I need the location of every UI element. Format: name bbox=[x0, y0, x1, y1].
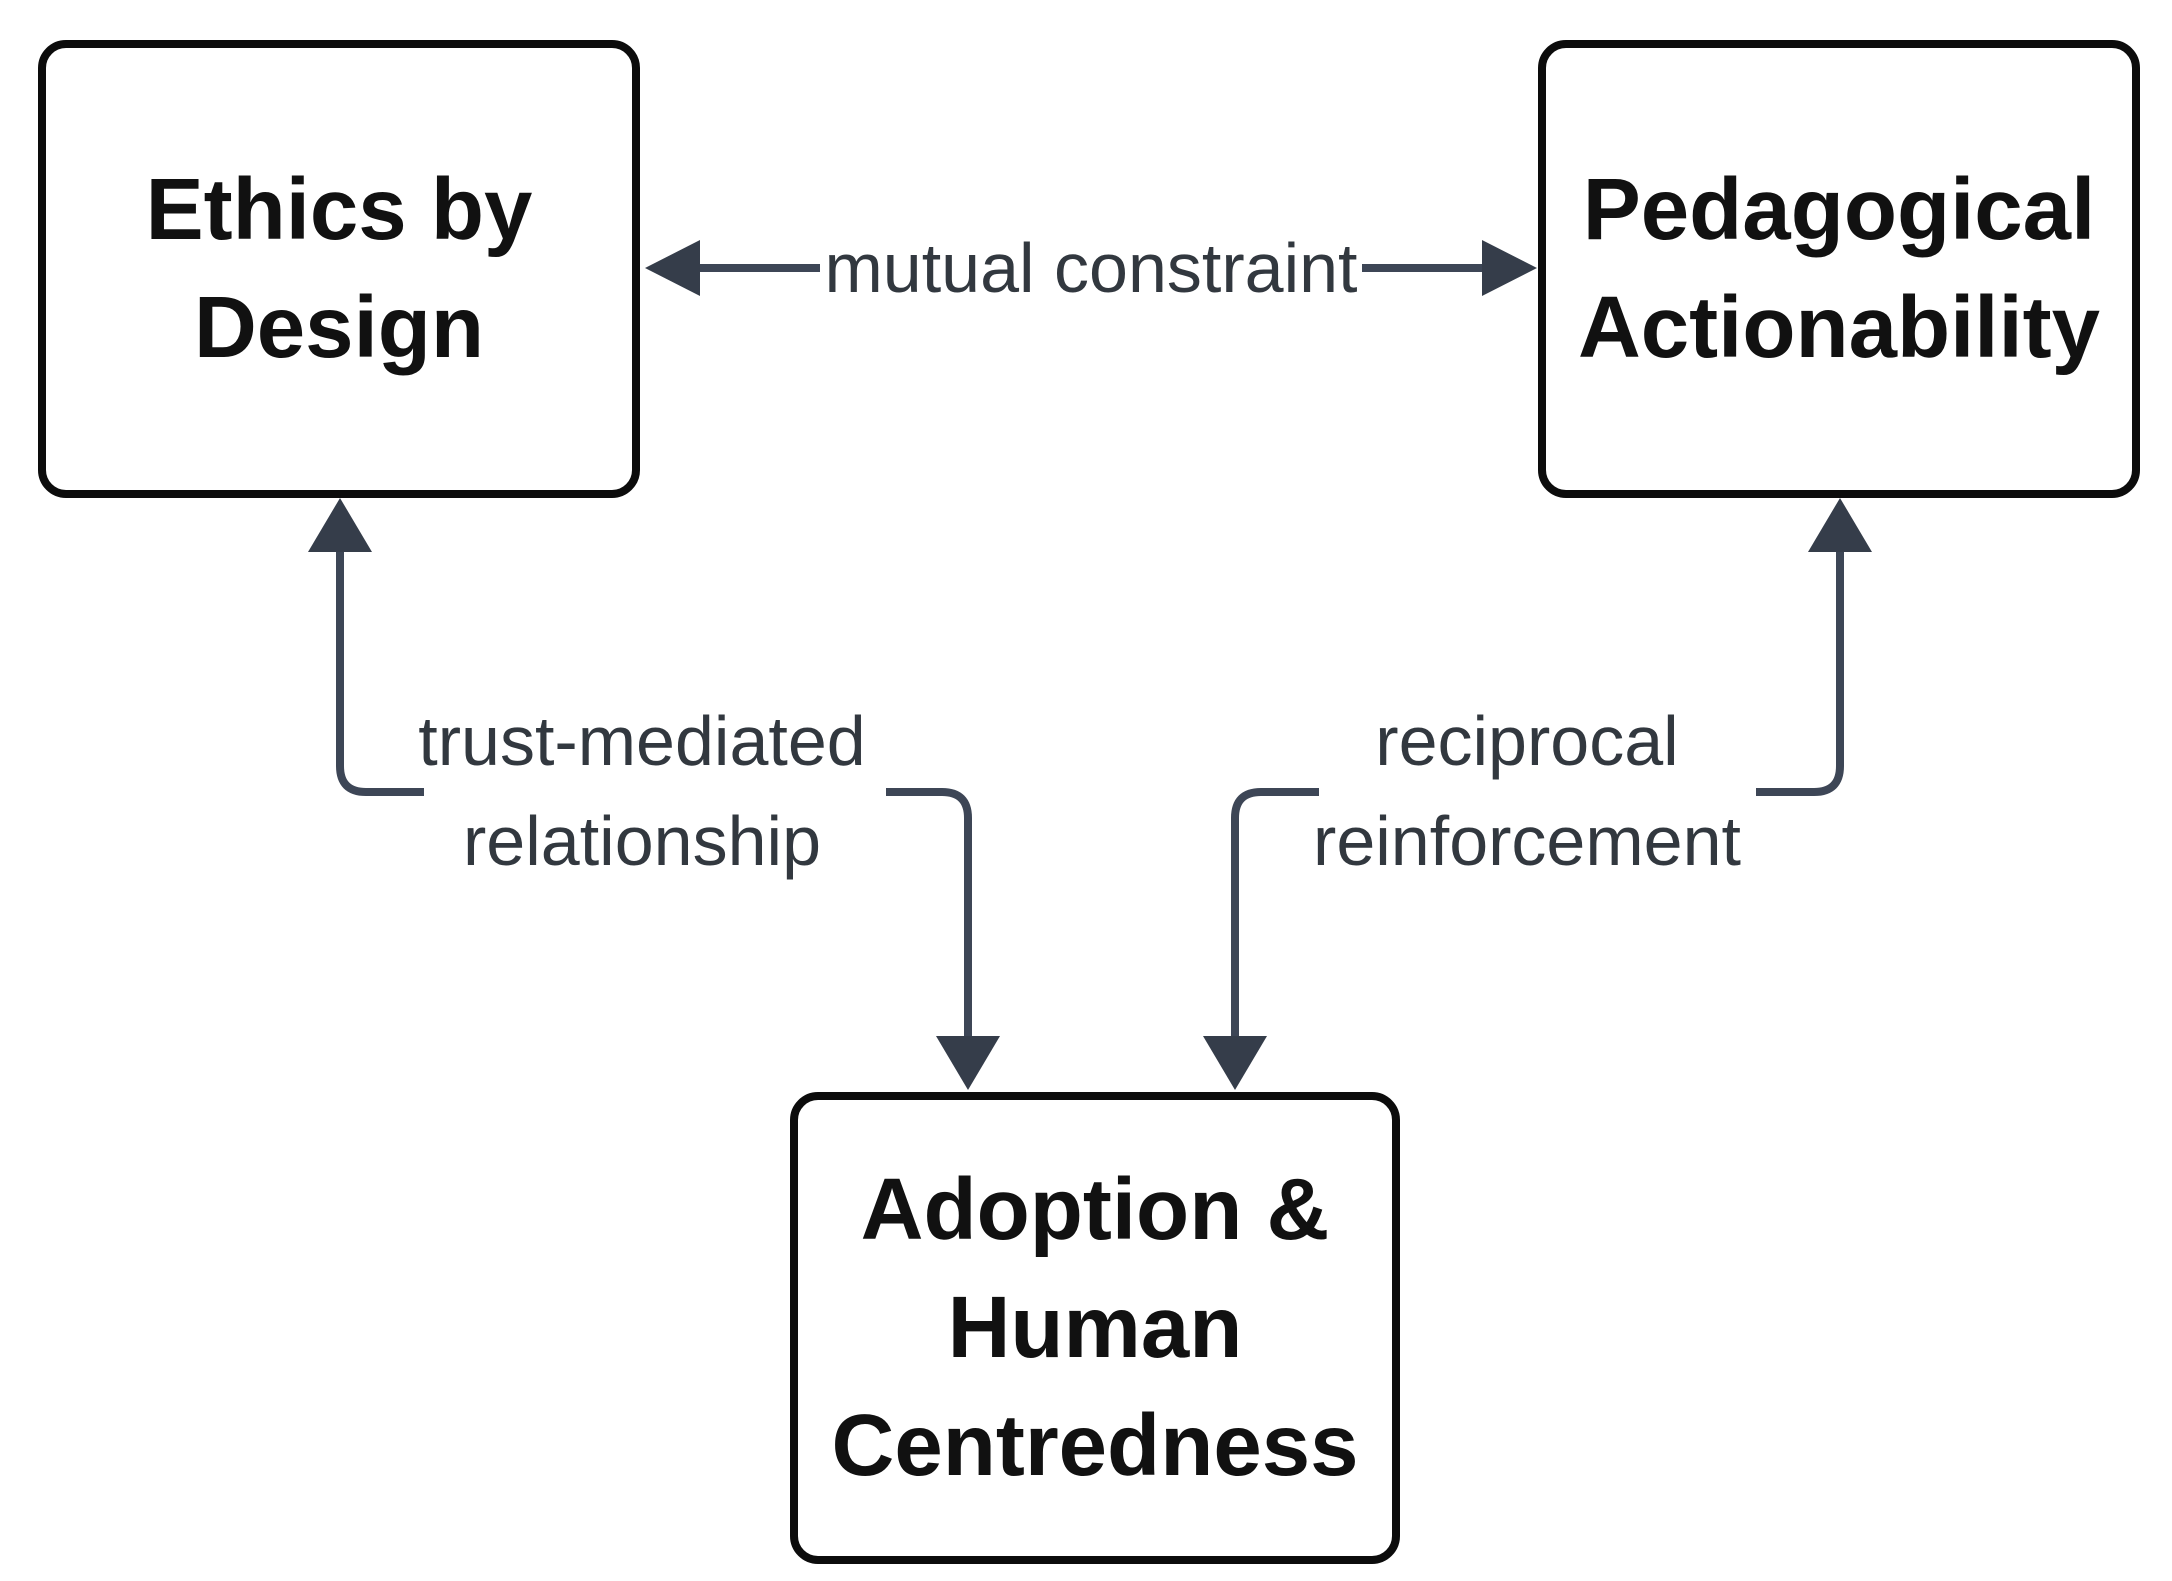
node-adoption-title-line2: Human bbox=[947, 1279, 1243, 1376]
node-ethics-title-line1: Ethics by bbox=[145, 161, 533, 258]
node-ethics-title-line2: Design bbox=[193, 279, 485, 376]
arrowhead-right-into-pedagogical bbox=[1482, 240, 1537, 296]
node-adoption-title-line1: Adoption & bbox=[860, 1161, 1330, 1258]
node-adoption-title-line3: Centredness bbox=[831, 1397, 1359, 1494]
edge-label-trust-line1: trust-mediated bbox=[418, 702, 866, 780]
edge-trust-line-upper bbox=[336, 550, 424, 796]
node-pedagogical-actionability: Pedagogical Actionability bbox=[1538, 40, 2140, 498]
edge-reciprocal-line-upper bbox=[1756, 550, 1844, 796]
edge-trust-line-lower bbox=[886, 788, 972, 1037]
edge-label-reciprocal-reinforcement: reciprocal reinforcement bbox=[1177, 691, 1877, 891]
arrowhead-up-into-pedagogical bbox=[1808, 498, 1872, 552]
edge-label-mutual-constraint-text: mutual constraint bbox=[824, 229, 1358, 307]
edge-label-reciprocal-line2: reinforcement bbox=[1313, 802, 1741, 880]
arrowhead-left-into-ethics bbox=[645, 240, 700, 296]
node-ethics-by-design: Ethics by Design bbox=[38, 40, 640, 498]
edge-label-reciprocal-line1: reciprocal bbox=[1375, 702, 1679, 780]
node-adoption-human-centredness: Adoption & Human Centredness bbox=[790, 1092, 1400, 1564]
edge-label-trust-mediated-relationship: trust-mediated relationship bbox=[292, 691, 992, 891]
edge-label-mutual-constraint: mutual constraint bbox=[741, 214, 1441, 322]
edge-label-trust-line2: relationship bbox=[463, 802, 821, 880]
edge-reciprocal-line-lower bbox=[1231, 788, 1319, 1037]
node-pedagogical-title-line1: Pedagogical bbox=[1582, 161, 2096, 258]
arrowhead-up-into-ethics bbox=[308, 498, 372, 552]
node-pedagogical-title-line2: Actionability bbox=[1577, 279, 2101, 376]
arrowhead-down-into-adoption-right bbox=[1203, 1036, 1267, 1090]
arrowhead-down-into-adoption-left bbox=[936, 1036, 1000, 1090]
